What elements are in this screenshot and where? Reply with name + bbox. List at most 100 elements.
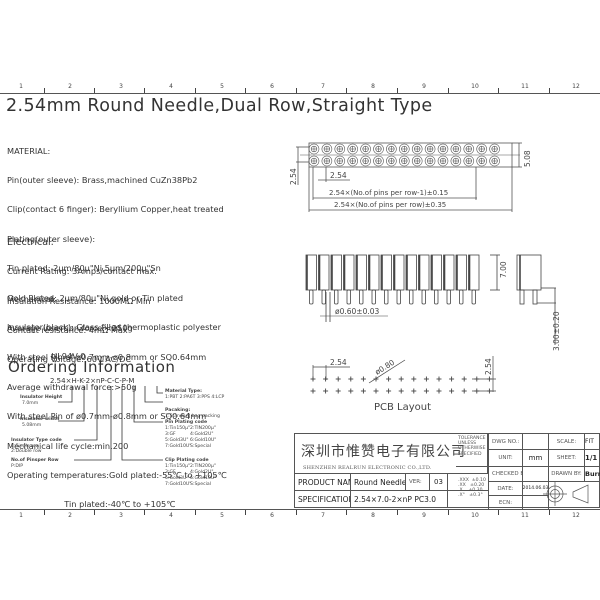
ruler-label: 11: [521, 512, 529, 519]
mechanical-line: Operating temperatures:Gold plated:-55℃ …: [7, 469, 227, 480]
svg-text:5:Gold3U": 5:Gold3U": [165, 475, 188, 481]
ruler-tick: [549, 88, 550, 93]
dim-inner: 2.54×(No.of pins per row-1)±0.15: [329, 189, 448, 197]
svg-text:S:Special: S:Special: [190, 443, 211, 449]
ruler-tick: [245, 88, 246, 93]
ruler-label: 5: [220, 83, 224, 90]
ordering-label: No.of Pinsper Row: [11, 457, 59, 463]
ordering-label: Pacaking:: [165, 407, 190, 413]
spec-label: SPECIFICATION:: [295, 491, 351, 508]
sheet-label: SHEET:: [549, 450, 585, 467]
svg-text:S:Special: S:Special: [190, 481, 211, 487]
pin-socket-icon: [321, 155, 333, 167]
pin-socket-icon: [347, 155, 359, 167]
pin-socket-icon: [476, 155, 488, 167]
drawn-by-label: DRAWN BY:: [549, 467, 585, 482]
tolerance-cell: TOLERANCE UNLESS OTHERWISE SPECIFIED: [456, 434, 489, 467]
ver-label: VER:: [406, 474, 430, 491]
bottom-border-line: [0, 509, 600, 510]
ruler-tick: [549, 510, 550, 515]
ordering-label: Insulator width: [20, 416, 59, 422]
pin-socket-icon: [347, 143, 359, 155]
ruler-label: 3: [119, 83, 123, 90]
ruler-tick: [296, 88, 297, 93]
ruler-tick: [144, 88, 145, 93]
ruler-label: 11: [521, 83, 529, 90]
top-border-line: [0, 93, 600, 94]
ruler-label: 8: [371, 512, 375, 519]
sheet-value: 1/1: [585, 450, 600, 467]
ruler-label: 2: [68, 83, 72, 90]
pin-socket-icon: [489, 155, 500, 167]
ruler-label: 6: [270, 512, 274, 519]
ruler-label: 10: [471, 512, 479, 519]
svg-text:1:Tin150µ": 1:Tin150µ": [165, 463, 190, 469]
company-name-en: SHENZHEN REALRUN ELECTRONIC CO.,LTD.: [303, 465, 432, 471]
svg-text:7:Gold10U": 7:Gold10U": [165, 443, 191, 449]
pin-socket-icon: [411, 143, 423, 155]
ruler-label: 5: [220, 512, 224, 519]
pin-socket-icon: [334, 143, 346, 155]
pin-socket-icon: [373, 143, 384, 155]
ruler-label: 2: [68, 512, 72, 519]
spec-value: 2.54×7.0-2×nP PC3.0: [351, 491, 448, 508]
ordering-detail: 7.0mm: [22, 400, 39, 406]
material-line: Pin(outer sleeve): Brass,machined CuZn38…: [7, 174, 198, 185]
ruler-tick: [498, 88, 499, 93]
tolerance-values-cell: .XXX ±0.10 .XX ±0.20 .X ±0.30 .X° ±0.3°: [456, 467, 489, 509]
bottom-ruler: 1 2 3 4 5 6 7 8 9 10 11 12: [0, 508, 600, 522]
empty-cell: [448, 474, 488, 491]
company-cell: 深圳市惟赞电子有限公司 SHENZHEN REALRUN ELECTRONIC …: [295, 434, 488, 474]
ruler-tick: [448, 510, 449, 515]
ver-value: 03: [430, 474, 448, 491]
pcb-dim-pitch-v: 2.54: [484, 358, 493, 375]
top-view-dims: 2.54 2.54 5.08 2.54×(No.of pins per row-…: [289, 150, 532, 209]
ruler-tick: [346, 510, 347, 515]
svg-text:2:Double row: 2:Double row: [11, 448, 42, 454]
ordering-label: Material Type:: [165, 388, 202, 394]
svg-text:4:Gold2U": 4:Gold2U": [190, 431, 213, 437]
ordering-detail: 1:PBT 2:PA6T 3:PPS 4:LCP: [165, 394, 225, 400]
ruler-tick: [448, 88, 449, 93]
mechanical-line: Tin plated:-40℃ to +105℃: [7, 499, 176, 510]
ordering-label: Insulator Type code: [11, 437, 62, 443]
ordering-code: 2.54×H-K-2×nP-C-C-P-M: [50, 377, 134, 385]
pin-socket-icon: [424, 143, 436, 155]
scale-value: FIT: [585, 434, 600, 450]
dim-height: 7.00: [499, 261, 508, 278]
material-line: Clip(contact 6 finger): Beryllium Copper…: [7, 204, 224, 215]
ecn-value: [523, 496, 549, 509]
ruler-label: 3: [119, 512, 123, 519]
material-line: Insulator(black): Glass filled thermopla…: [7, 321, 221, 332]
ruler-label: 1: [19, 83, 23, 90]
pin-socket-icon: [437, 155, 449, 167]
electrical-line: Current Rating: 3Amps/contact max.: [7, 266, 157, 277]
material-line: Gold Plated: 2µm/80µ"Ni,gold or Tin plat…: [7, 292, 184, 303]
ruler-label: 9: [422, 83, 426, 90]
pin-socket-icon: [411, 155, 423, 167]
pin-socket-icon: [463, 155, 475, 167]
ruler-tick: [397, 510, 398, 515]
ordering-title: Ordering Information: [8, 358, 176, 376]
svg-text:2:TIN200µ": 2:TIN200µ": [190, 425, 216, 431]
pin-socket-icon: [360, 155, 371, 167]
projection-symbol: [543, 482, 589, 506]
ruler-tick: [498, 510, 499, 515]
front-view-dims: 7.00 ø0.60±0.03: [335, 261, 508, 316]
pin-socket-icon: [334, 155, 346, 167]
product-name-value: Round Needle: [351, 474, 406, 491]
ruler-tick: [195, 510, 196, 515]
pin-socket-icon: [437, 143, 449, 155]
pcb-dim-pitch-h: 2.54: [330, 358, 347, 367]
electrical-line: Insulation Resistance: 1000MΩ Min: [7, 295, 151, 306]
ruler-label: 4: [169, 83, 173, 90]
svg-text:2:TIN200µ": 2:TIN200µ": [190, 463, 216, 469]
material-line: Tin plated: 2µm/80µ"Ni,5µm/200µ"Sn: [7, 263, 161, 274]
pin-socket-icon: [386, 143, 397, 155]
pin-socket-icon: [450, 155, 462, 167]
mechanical-line: Mechanical life cycle:min.200: [7, 440, 129, 451]
svg-text:1:Single row: 1:Single row: [11, 443, 40, 449]
pin-socket-icon: [463, 143, 475, 155]
dim-pitch-h: 2.54: [330, 171, 347, 180]
ruler-label: 7: [321, 512, 325, 519]
